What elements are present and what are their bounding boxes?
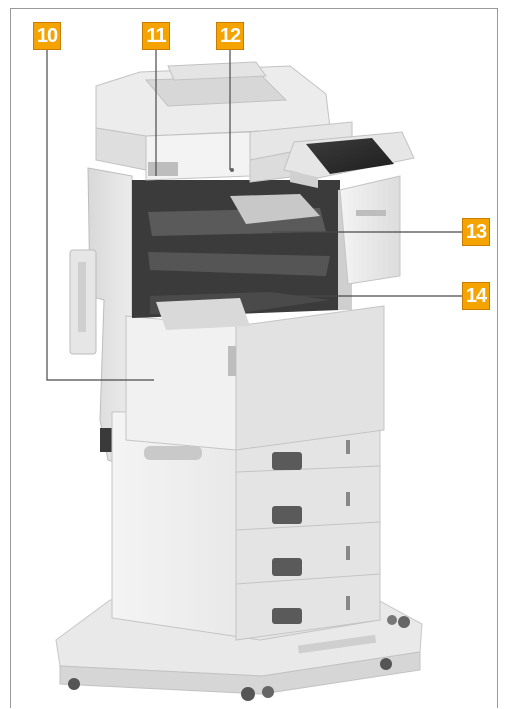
- paper-drawers: [111, 407, 381, 641]
- left-side-panel: [69, 167, 133, 469]
- right-upper-module: [339, 175, 401, 285]
- leader-lines: [46, 50, 462, 381]
- callout-badge-14: 14: [462, 282, 490, 310]
- callout-badge-12: 12: [216, 22, 244, 50]
- main-body: [125, 305, 385, 451]
- figure-frame: [10, 8, 498, 708]
- operation-panel: [283, 131, 415, 188]
- leader-line-10: [46, 50, 154, 381]
- callout-badge-13: 13: [462, 218, 490, 246]
- inner-output-area: [132, 180, 352, 330]
- callout-badge-10: 10: [33, 22, 61, 50]
- callout-badge-11: 11: [142, 22, 170, 50]
